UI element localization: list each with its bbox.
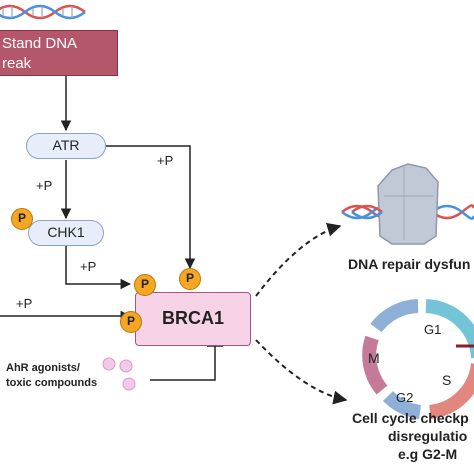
arrow-chk1-to-brca1 (65, 246, 132, 290)
phospho-marker-brca1-top: P (179, 268, 201, 290)
ahr-label-line2: toxic compounds (6, 377, 98, 389)
pathway-arrows (0, 76, 348, 405)
plus-p-input-brca1: +P (16, 296, 33, 311)
compound-dots (102, 357, 136, 391)
inhibition-ahr-to-brca1 (150, 346, 216, 381)
ahr-label-line1: AhR agonists/ (6, 362, 80, 374)
plus-p-atr-chk1: +P (36, 178, 53, 193)
dna-repair-complex-icon (341, 163, 474, 245)
cell-cycle-ring-icon (362, 299, 474, 419)
dsb-label: Stand DNA reak (2, 35, 78, 72)
arrow-brca1-to-cellcycle (255, 339, 348, 405)
plus-p-chk1-brca1: +P (80, 259, 97, 274)
dsb-box (0, 30, 118, 76)
phase-s: S (442, 372, 452, 388)
phospho-marker-chk1: P (11, 208, 33, 230)
cellcycle-outcome-line1: Cell cycle checkp (352, 410, 469, 426)
phase-m: M (368, 350, 380, 366)
repair-outcome-label: DNA repair dysfun (348, 256, 471, 272)
arrow-atr-to-brca1 (106, 145, 196, 270)
cellcycle-outcome-line2: disregulatio (388, 428, 468, 444)
phase-g2: G2 (396, 390, 414, 405)
phospho-marker-brca1-top-left: P (134, 274, 156, 296)
phospho-marker-brca1-left: P (120, 311, 142, 333)
atr-node: ATR (26, 133, 106, 159)
cellcycle-outcome-line3: e.g G2-M (398, 446, 458, 462)
chk1-node: CHK1 (28, 220, 104, 246)
arrow-brca1-to-repair (255, 222, 342, 297)
dna-helix-top (0, 4, 86, 20)
brca1-node: BRCA1 (135, 292, 251, 346)
plus-p-atr-brca1: +P (157, 153, 174, 168)
phase-g1: G1 (424, 322, 442, 337)
